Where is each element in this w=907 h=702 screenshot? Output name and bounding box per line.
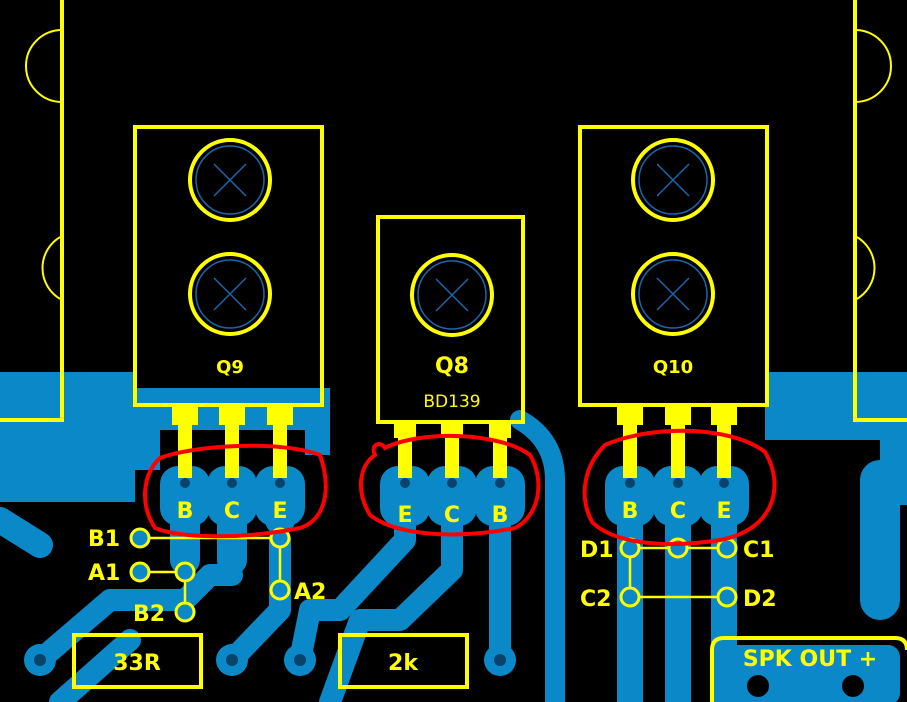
q10-pins-circle <box>582 428 777 546</box>
trace-bottom-left <box>49 629 141 702</box>
q8-pin-b-label: B <box>492 503 509 528</box>
connector-hole-1 <box>747 675 769 697</box>
hole-q8-c <box>447 478 457 488</box>
resistor-2k-label: 2k <box>388 651 419 676</box>
q8-pin-e-label: E <box>397 503 412 528</box>
tp-b2-ring <box>174 601 196 623</box>
hole-2k-1 <box>294 654 306 666</box>
q9-leg-c <box>219 405 245 478</box>
q9-pin-b-label: B <box>177 499 194 524</box>
heatsink-left-arc-bottom <box>41 235 63 301</box>
hole-q8-b <box>495 478 505 488</box>
q10-mounting-hole-1 <box>631 138 715 222</box>
resistor-33r-outline <box>72 633 203 689</box>
q8-mounting-hole <box>410 253 494 337</box>
q9-pins-circle <box>143 443 328 539</box>
pad-q9-e <box>255 466 305 526</box>
pad-q8-e <box>380 466 430 526</box>
pad-q9-c <box>207 466 257 526</box>
tp-a1-label: A1 <box>88 561 120 586</box>
heatsink-right-arc-top <box>854 29 892 103</box>
q10-leg-e <box>711 405 737 478</box>
drill-holes <box>34 478 729 666</box>
q9-leg-e <box>267 405 293 478</box>
trace-q8-side <box>510 410 565 702</box>
resistor-2k-outline <box>338 633 469 689</box>
q8-part-label: BD139 <box>423 392 480 412</box>
copper-pour-right <box>765 372 907 505</box>
pad-q9-b <box>160 466 210 526</box>
pad-q8-c <box>427 466 477 526</box>
tp-a2-label: A2 <box>294 580 326 605</box>
pad-q10-e <box>699 466 749 526</box>
copper-pour-left <box>0 372 135 502</box>
trace-q8-c <box>319 469 463 702</box>
tp-c2-ring <box>619 586 641 608</box>
tp-c2-label: C2 <box>580 587 611 612</box>
hole-q8-e <box>400 478 410 488</box>
pad-q10-b <box>605 466 655 526</box>
q9-mounting-hole-2 <box>188 252 272 336</box>
tp-d2-label: D2 <box>743 587 777 612</box>
q10-leg-c <box>665 405 691 478</box>
hole-q9-c <box>227 478 237 488</box>
q9-pin-c-label: C <box>224 499 240 524</box>
q10-pin-b-label: B <box>622 499 639 524</box>
hole-q10-e <box>719 478 729 488</box>
connector-hole-2 <box>842 675 864 697</box>
transistor-legs <box>172 405 737 478</box>
q8-leg-b <box>489 422 511 478</box>
pad-q8-b <box>475 466 525 526</box>
q9-ref-label: Q9 <box>216 357 244 378</box>
q9-pin-e-label: E <box>272 499 287 524</box>
tp-b1-ring <box>129 527 151 549</box>
pad-q10-c <box>653 466 703 526</box>
tp-mid-ring <box>667 537 689 559</box>
heatsink-right-arc-bottom <box>854 235 876 301</box>
hole-33r-2 <box>226 654 238 666</box>
trace-left-edge <box>0 507 53 558</box>
q8-ref-label: Q8 <box>435 354 469 379</box>
tp-b2-label: B2 <box>133 602 165 627</box>
q8-leg-e <box>394 422 416 478</box>
q10-pin-c-label: C <box>670 499 686 524</box>
q8-pin-c-label: C <box>444 503 460 528</box>
resistor-33r-label: 33R <box>113 651 161 676</box>
tp-b1-label: B1 <box>88 527 120 552</box>
heatsink-left-outline <box>0 0 64 422</box>
annotation-layer <box>143 428 777 546</box>
connector-outline <box>710 636 907 702</box>
copper-layer <box>0 372 907 702</box>
tp-a1b-ring <box>174 561 196 583</box>
tp-d1-label: D1 <box>580 538 614 563</box>
heatsink-left-arc-top <box>25 29 63 103</box>
silkscreen-text: Q9 Q8 BD139 Q10 B C E E C B B C E B1 A1 … <box>88 354 877 676</box>
q10-leg-b <box>617 405 643 478</box>
q10-pin-e-label: E <box>716 499 731 524</box>
heatsink-right-outline <box>853 0 907 422</box>
hole-q9-b <box>180 478 190 488</box>
connector-label: SPK OUT + <box>743 647 877 672</box>
hole-q10-b <box>625 478 635 488</box>
hole-q9-e <box>275 478 285 488</box>
q8-pins-circle <box>358 433 541 537</box>
q9-mounting-hole-1 <box>188 138 272 222</box>
tp-d2-ring <box>716 586 738 608</box>
q9-leg-b <box>172 405 198 478</box>
hole-33r-1 <box>34 654 46 666</box>
tp-c1-label: C1 <box>743 538 774 563</box>
q10-ref-label: Q10 <box>653 357 693 378</box>
tp-a1-ring <box>129 561 151 583</box>
q10-mounting-hole-2 <box>631 252 715 336</box>
tp-a2-ring <box>269 579 291 601</box>
hole-q10-c <box>673 478 683 488</box>
hole-2k-2 <box>494 654 506 666</box>
